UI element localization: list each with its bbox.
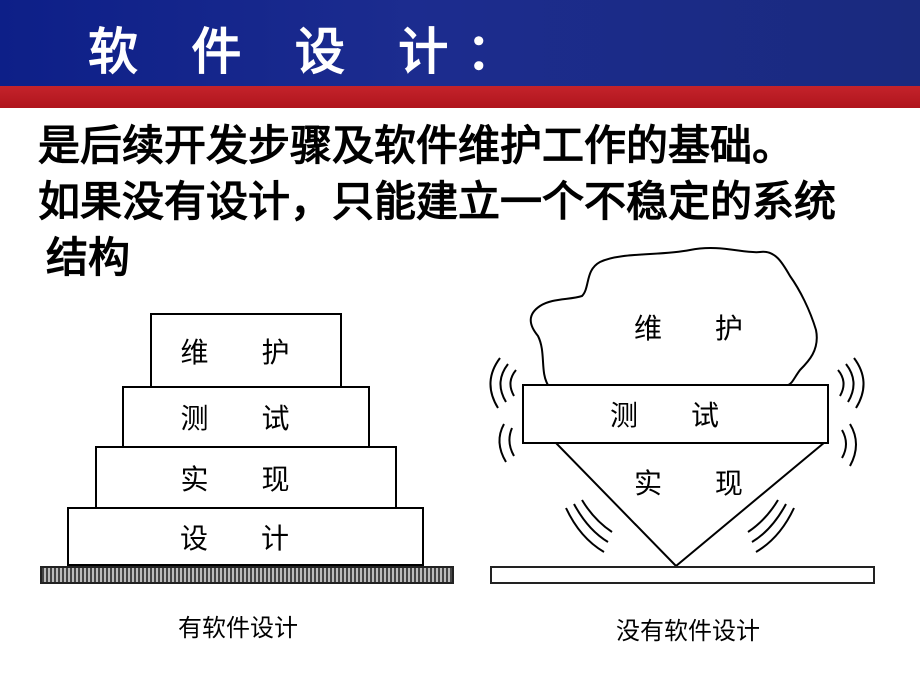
left-layer-design: 设 计 (67, 507, 424, 566)
title-accent-stripe (0, 86, 920, 108)
maintenance-cloud-shape (529, 247, 818, 386)
body-line-1: 是后续开发步骤及软件维护工作的基础。 (38, 121, 795, 170)
left-caption: 有软件设计 (178, 614, 298, 642)
slide-body: 是后续开发步骤及软件维护工作的基础。 如果没有设计，只能建立一个不稳定的系统 结… (38, 118, 918, 286)
left-layer-maintenance: 维 护 (150, 313, 342, 388)
slide-title: 软 件 设 计： (88, 23, 535, 81)
right-ground (490, 566, 875, 584)
title-bar (0, 0, 920, 86)
left-layer-testing: 测 试 (122, 386, 370, 448)
right-caption: 没有软件设计 (616, 617, 760, 645)
right-label-maintenance: 维 护 (634, 312, 765, 345)
left-ground (40, 566, 454, 584)
right-layer-testing: 测 试 (522, 384, 829, 444)
body-line-3: 结构 (46, 233, 131, 282)
wobble-marks (489, 357, 865, 553)
body-line-2: 如果没有设计，只能建立一个不稳定的系统 (38, 177, 837, 226)
left-layer-implementation: 实 现 (95, 446, 397, 509)
right-label-implementation: 实 现 (634, 467, 765, 500)
